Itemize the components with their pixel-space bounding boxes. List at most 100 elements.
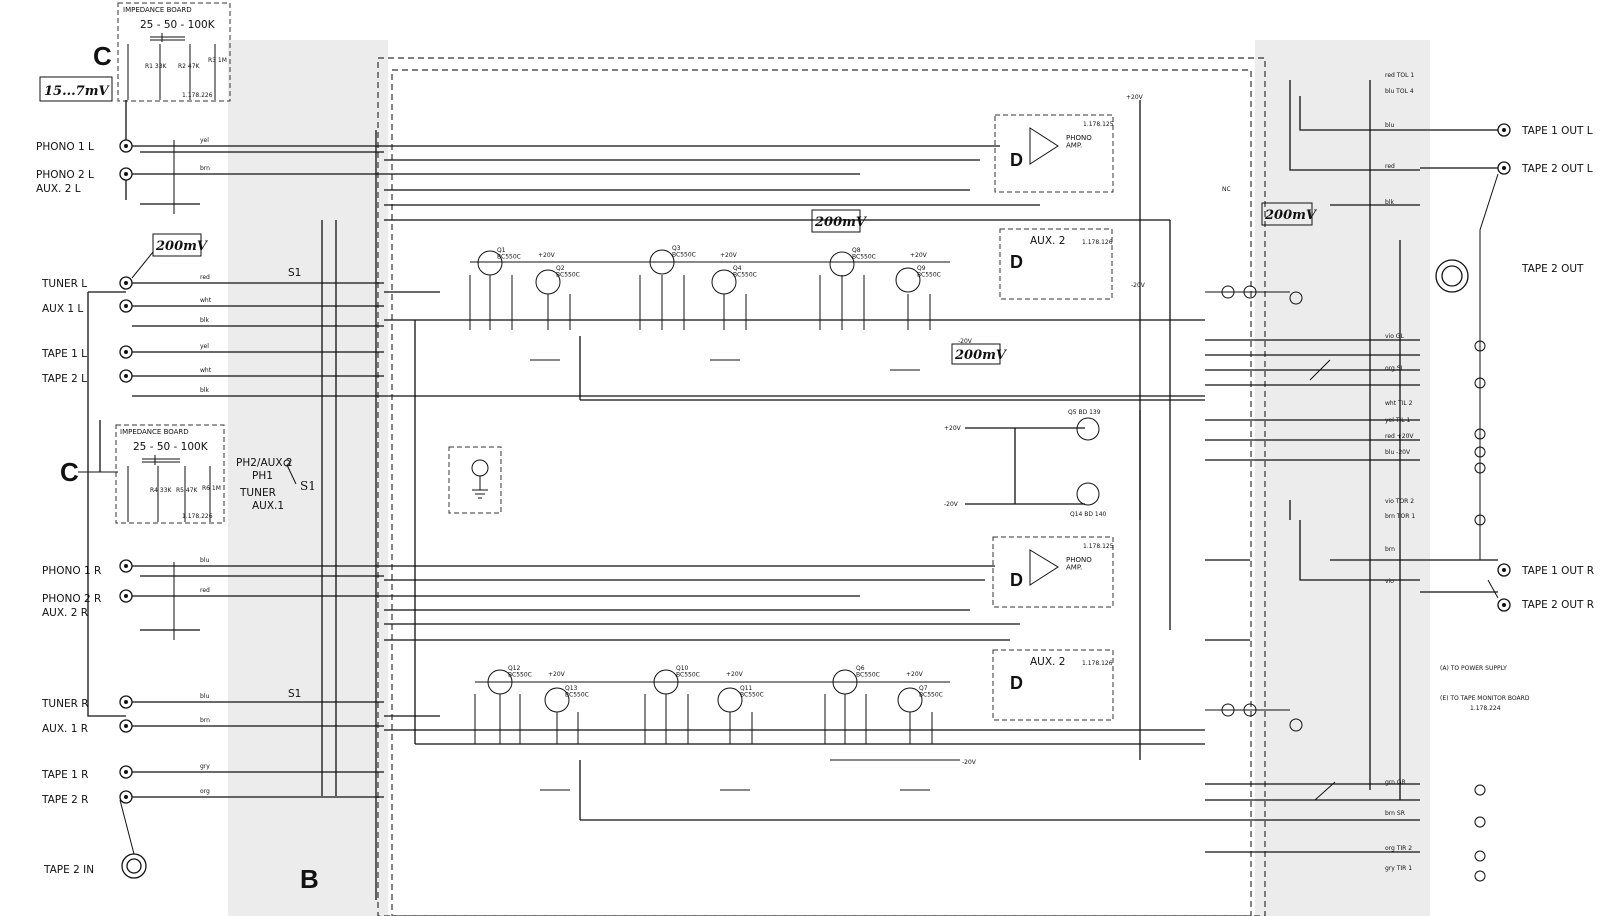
label-tape1-l: TAPE 1 L [41,348,87,360]
row-tir1: gry TIR 1 [1385,865,1412,872]
right-jacks [1420,123,1511,612]
svg-text:blu: blu [200,693,209,700]
svg-text:brn: brn [200,165,210,172]
row-p20: red +20V [1385,433,1414,440]
row-vio: vio [1385,578,1394,585]
label-tape2-out-l: TAPE 2 OUT L [1521,163,1593,175]
svg-text:R5 47K: R5 47K [176,487,199,494]
svg-text:red: red [200,587,210,594]
label-phono1-r: PHONO 1 R [42,565,101,577]
q14-label: Q14 BD 140 [1070,511,1107,518]
svg-text:blu: blu [200,557,209,564]
left-panel [228,40,388,916]
board-outline-inner [391,69,1252,916]
phono-amp-l-d: D [1010,150,1023,170]
center-board [388,58,1255,916]
switch-tuner: TUNER [239,487,276,499]
svg-text:R2 47K: R2 47K [178,63,201,70]
svg-text:yel: yel [200,343,209,350]
right-connector-labels: red TOL 1 blu TOL 4 blu red blk vio GL o… [1385,72,1415,872]
svg-text:brn: brn [200,717,210,724]
impedance-board-part: 1.178.226 [182,92,213,99]
m20-l: -20V [958,338,973,345]
svg-text:org: org [200,788,210,795]
svg-text:red: red [200,274,210,281]
aux2-l-part: 1.178.126 [1082,239,1113,246]
p20-l2: +20V [720,252,738,259]
svg-text:R3 1M: R3 1M [208,57,227,64]
marker-c-top: C [93,41,112,71]
row-tor1: brn TOR 1 [1385,513,1415,520]
mv-tuner-box [152,233,202,257]
phono-amp-r-d: D [1010,570,1023,590]
label-aux2-l: AUX. 2 L [36,183,81,195]
row-gl: vio GL [1385,333,1404,340]
label-tape-monitor-part: 1.178.224 [1470,705,1501,712]
row-til1: yel TIL 1 [1385,417,1411,424]
svg-text:R6 1M: R6 1M [202,485,221,492]
mv-mid-annotation: 200mV [814,215,868,230]
row-sl: org SL [1385,365,1405,372]
label-phono2-r: PHONO 2 R [42,593,101,605]
balance-pots [1205,285,1303,732]
impedance-board-part-2: 1.178.226 [182,513,213,520]
left-labels: PHONO 1 L PHONO 2 L AUX. 2 L TUNER L AUX… [36,141,101,876]
label-phono2-l: PHONO 2 L [36,169,94,181]
m20-ps: -20V [944,501,959,508]
label-tape2-l: TAPE 2 L [41,373,87,385]
row-tir2: org TIR 2 [1385,845,1412,852]
label-to-tape-monitor: (E) TO TAPE MONITOR BOARD [1440,695,1530,702]
q5-label: Q5 BD 139 [1068,409,1101,416]
label-tuner-r: TUNER R [41,698,89,710]
p20-l1: +20V [538,252,556,259]
mv-right-annotation: 200mV [1264,208,1318,223]
aux2-r-part: 1.178.126 [1082,660,1113,667]
label-tape2-r: TAPE 2 R [41,794,88,806]
right-wiring [1205,80,1420,853]
mv-input-box [39,76,113,102]
row-m20: blu -20V [1385,449,1411,456]
phono-amp-r-part: 1.178.125 [1083,543,1114,550]
impedance-board-title: IMPEDANCE BOARD [123,6,192,14]
svg-text:yel: yel [200,137,209,144]
p20-r3: +20V [906,671,924,678]
switch-s1: S1 [300,479,316,493]
svg-text:R4 33K: R4 33K [150,487,173,494]
svg-text:blk: blk [200,387,209,394]
label-tape1-r: TAPE 1 R [41,769,88,781]
impedance-board-top: IMPEDANCE BOARD 25 - 50 - 100K R1 33K R2… [117,2,231,102]
board-outline-outer [377,57,1266,916]
aux2-l-d: D [1010,252,1023,272]
right-panel [1255,40,1430,916]
switch-legend: PH2/AUX 2 PH1 TUNER AUX.1 S1 S1 S1 [236,267,316,700]
row-til2: wht TIL 2 [1385,400,1413,407]
label-aux1-l: AUX 1 L [42,303,83,315]
left-jacks [119,139,147,879]
row-tor2: vio TOR 2 [1385,498,1414,505]
label-aux1-r: AUX. 1 R [42,723,88,735]
switch-ph1: PH1 [252,470,273,482]
label-tape2-out-r: TAPE 2 OUT R [1521,599,1594,611]
p20-r2: +20V [726,671,744,678]
vertical-bus [321,130,377,900]
svg-text:wht: wht [200,297,212,304]
mv-right-box [1261,202,1313,226]
aux2-right: AUX. 2 D 1.178.126 [992,649,1114,721]
row-blu: blu [1385,122,1394,129]
mv-mid-box [811,209,861,233]
row-sr: brn SR [1385,810,1405,817]
left-wiring: yel brn red wht blk yel wht blk blu red … [87,100,384,855]
p20-ps: +20V [944,425,962,432]
svg-text:blk: blk [200,317,209,324]
marker-c-mid: C [60,457,79,487]
impedance-board-range: 25 - 50 - 100K [140,19,216,31]
